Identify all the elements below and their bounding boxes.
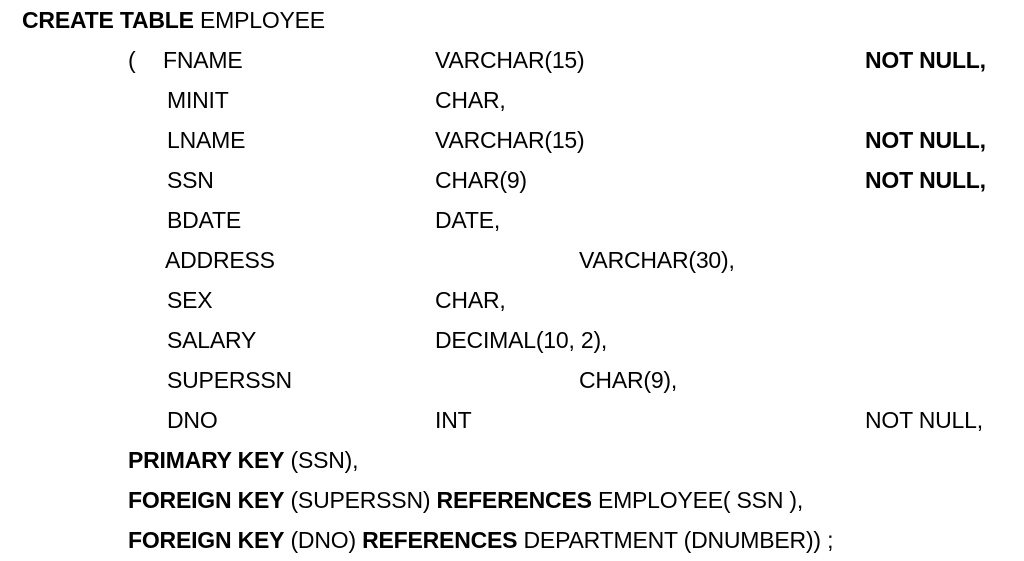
column-constraint: NOT NULL, [865, 127, 986, 153]
column-name: ADDRESS [165, 247, 275, 273]
foreign-key-keyword: FOREIGN KEY [128, 527, 285, 553]
open-paren: ( [128, 47, 136, 73]
primary-key-columns: (SSN), [290, 447, 359, 473]
column-name: MINIT [167, 87, 229, 113]
column-type: VARCHAR(15) [435, 47, 585, 73]
column-name: BDATE [167, 207, 241, 233]
column-name: LNAME [167, 127, 246, 153]
column-name: SEX [167, 287, 213, 313]
column-name: SSN [167, 167, 214, 193]
column-type: VARCHAR(30), [579, 247, 735, 273]
foreign-key-column: (SUPERSSN) [290, 487, 431, 513]
column-type: CHAR(9) [435, 167, 527, 193]
foreign-key-target: EMPLOYEE( SSN ), [597, 487, 804, 513]
column-type: CHAR, [435, 287, 506, 313]
primary-key-keyword: PRIMARY KEY [128, 447, 285, 473]
foreign-key-target: DEPARTMENT (DNUMBER)) ; [523, 527, 834, 553]
column-constraint: NOT NULL, [865, 47, 986, 73]
column-name: DNO [167, 407, 218, 433]
primary-key-line: PRIMARY KEY (SSN), [128, 445, 358, 475]
foreign-key-line: FOREIGN KEY (SUPERSSN) REFERENCES EMPLOY… [128, 485, 803, 515]
column-type: DECIMAL(10, 2), [435, 327, 608, 353]
column-type: DATE, [435, 207, 501, 233]
foreign-key-column: (DNO) [290, 527, 356, 553]
references-keyword: REFERENCES [436, 487, 592, 513]
create-table-keyword: CREATE TABLE [22, 7, 194, 33]
column-name: FNAME [163, 47, 243, 73]
column-type: INT [435, 407, 472, 433]
foreign-key-keyword: FOREIGN KEY [128, 487, 285, 513]
column-type: CHAR, [435, 87, 506, 113]
foreign-key-line: FOREIGN KEY (DNO) REFERENCES DEPARTMENT … [128, 525, 833, 555]
table-name: EMPLOYEE [200, 7, 325, 33]
references-keyword: REFERENCES [362, 527, 518, 553]
create-table-line: CREATE TABLE EMPLOYEE [22, 5, 325, 35]
column-type: CHAR(9), [579, 367, 678, 393]
column-name: SUPERSSN [167, 367, 292, 393]
column-constraint: NOT NULL, [865, 407, 983, 433]
column-constraint: NOT NULL, [865, 167, 986, 193]
column-type: VARCHAR(15) [435, 127, 585, 153]
column-name: SALARY [167, 327, 257, 353]
